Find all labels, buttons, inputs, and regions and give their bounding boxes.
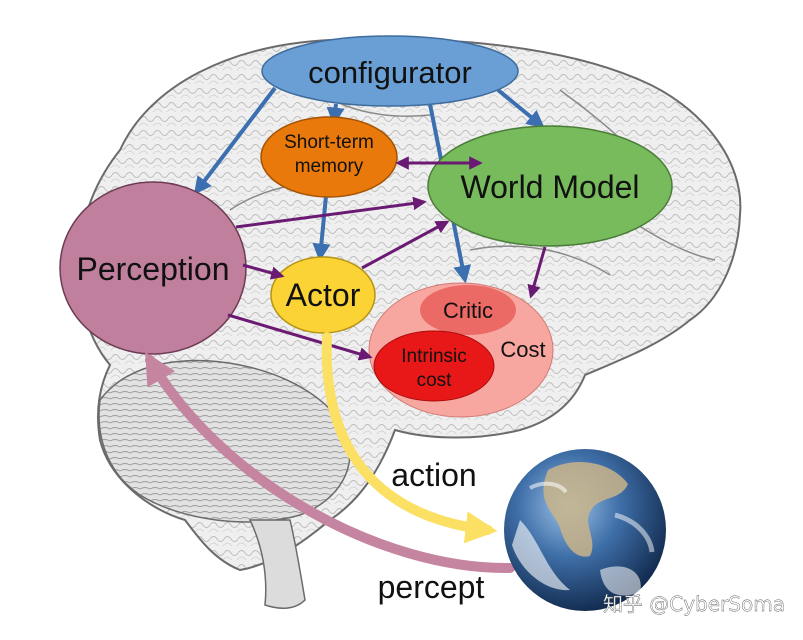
intrinsic-cost-node bbox=[373, 330, 495, 402]
short-term-memory-label-line2: memory bbox=[295, 156, 364, 177]
arrow-configurator-to-world-model bbox=[496, 88, 545, 129]
arrow-configurator-to-perception bbox=[193, 86, 277, 195]
perception-label: Perception bbox=[77, 251, 230, 287]
arrow-world-model-to-cost bbox=[527, 246, 547, 299]
intrinsic-cost-label-line2: cost bbox=[417, 370, 453, 391]
world-model-label: World Model bbox=[460, 169, 639, 205]
configurator-label: configurator bbox=[308, 55, 472, 90]
arrow-perception-to-cost bbox=[227, 313, 373, 361]
critic-node bbox=[420, 285, 516, 335]
action-arrow bbox=[321, 332, 498, 544]
short-term-memory-label-line1: Short-term bbox=[284, 132, 374, 153]
percept-arrow bbox=[145, 351, 515, 574]
actor-label: Actor bbox=[286, 277, 361, 313]
arrow-perception-to-world-model bbox=[235, 196, 427, 229]
world-model-node bbox=[427, 125, 673, 247]
earth-globe-icon bbox=[504, 449, 666, 611]
configurator-node bbox=[261, 35, 519, 107]
intrinsic-cost-label-line1: Intrinsic bbox=[401, 346, 466, 367]
arrow-perception-to-actor bbox=[242, 263, 285, 280]
cost-label: Cost bbox=[500, 337, 545, 362]
critic-label: Critic bbox=[443, 298, 493, 323]
actor-node bbox=[270, 256, 376, 334]
watermark: 知乎 @CyberSoma bbox=[603, 592, 785, 616]
action-label: action bbox=[391, 457, 476, 493]
percept-label: percept bbox=[378, 569, 485, 605]
arrow-actor-to-world-model bbox=[361, 220, 450, 270]
arrow-configurator-to-actor bbox=[312, 195, 331, 262]
